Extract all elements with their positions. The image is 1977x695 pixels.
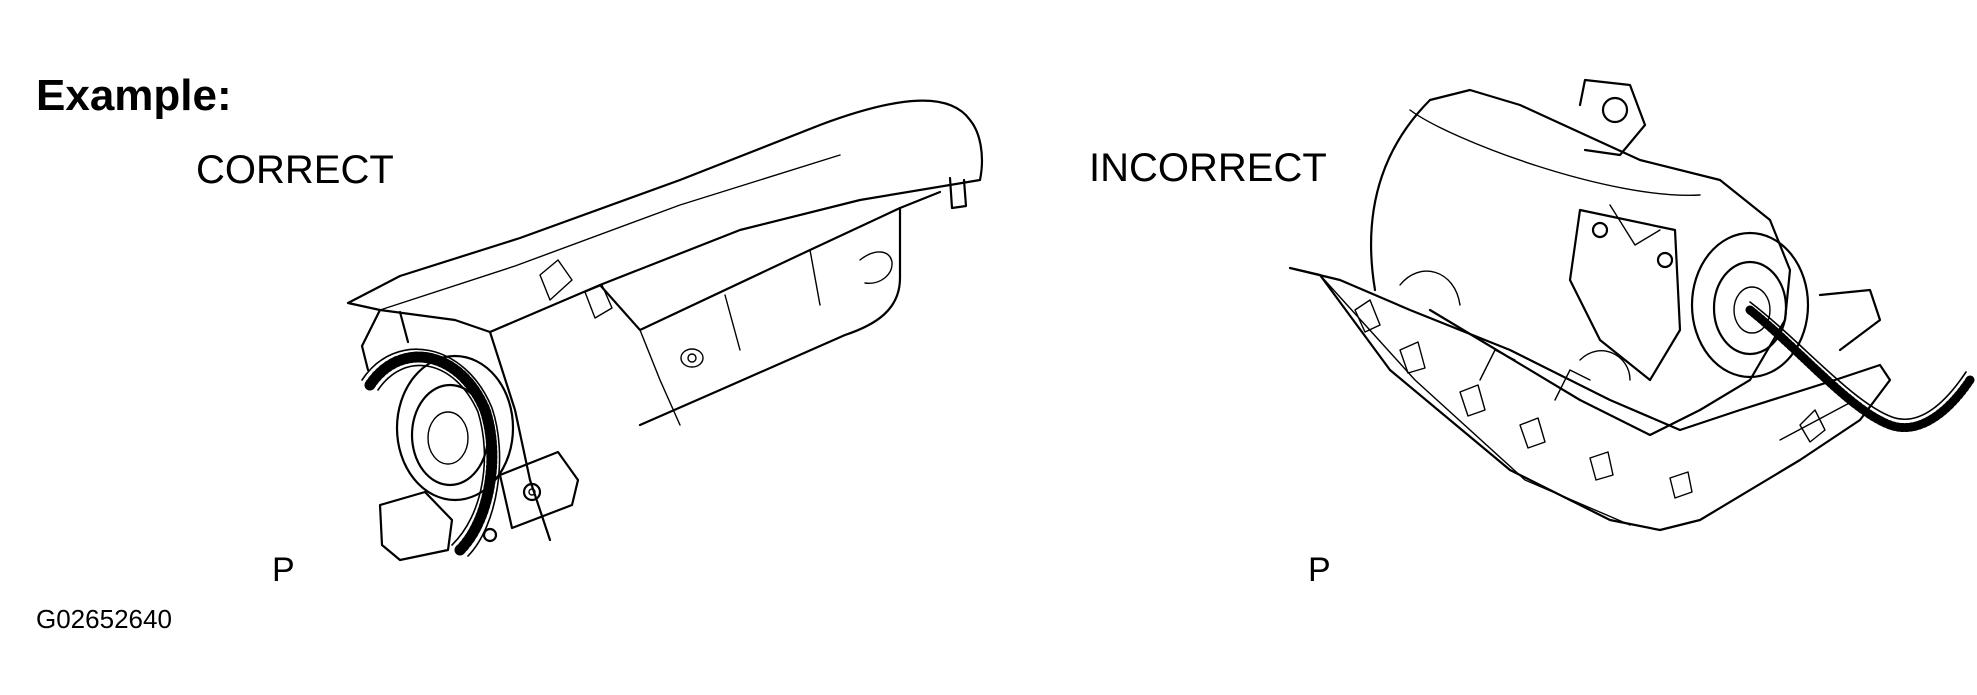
marker-p-incorrect: P — [1308, 551, 1331, 589]
marker-p-correct: P — [272, 551, 295, 589]
example-heading: Example: — [36, 71, 232, 120]
inflator-end — [1690, 231, 1882, 379]
airbag-incorrect-illustration — [1288, 78, 1975, 532]
incorrect-label: INCORRECT — [1089, 146, 1327, 190]
wire-harness-belt — [361, 348, 501, 557]
airbag-housing — [488, 190, 942, 542]
airbag-cover — [1288, 266, 1892, 532]
connector — [378, 450, 580, 562]
figure-id: G02652640 — [36, 604, 172, 634]
airbag-cover — [346, 99, 984, 372]
wire-harness-cable — [1745, 301, 1975, 433]
airbag-correct-illustration — [346, 99, 984, 562]
airbag-housing — [1370, 78, 1792, 437]
cover-tabs — [1354, 299, 1826, 499]
correct-label: CORRECT — [196, 148, 394, 192]
